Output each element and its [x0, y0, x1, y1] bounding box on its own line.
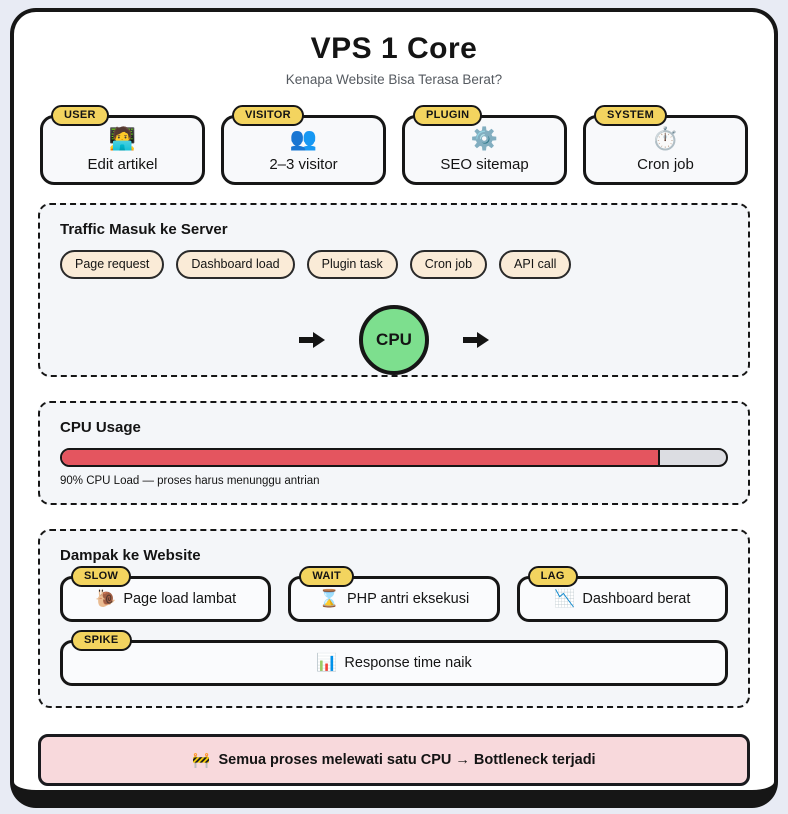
- hourglass-icon: ⌛: [318, 589, 340, 608]
- impact-card-label: PHP antri eksekusi: [346, 591, 470, 607]
- source-card-label: Cron job: [637, 155, 694, 173]
- source-card-visitor: VISITOR 👥 2–3 visitor: [221, 105, 386, 185]
- user-badge: USER: [51, 105, 109, 126]
- source-card-label: Edit artikel: [87, 155, 158, 173]
- source-cards-row: USER 🧑‍💻 Edit artikel VISITOR 👥 2–3 visi…: [40, 105, 748, 185]
- technologist-icon: 🧑‍💻: [108, 126, 137, 152]
- visitors-icon: 👥: [289, 126, 318, 152]
- impact-heading: Dampak ke Website: [60, 547, 201, 564]
- slow-badge: SLOW: [71, 566, 132, 587]
- impact-row-2: SPIKE 📊 Response time naik: [60, 628, 728, 686]
- cpu-usage-caption: 90% CPU Load — proses harus menunggu ant…: [60, 475, 320, 487]
- impact-card-wait: WAIT ⌛ PHP antri eksekusi: [288, 566, 500, 622]
- impact-card-slow: SLOW 🐌 Page load lambat: [60, 566, 272, 622]
- impact-section: Dampak ke Website SLOW 🐌 Page load lamba…: [38, 529, 750, 708]
- pill-page-request: Page request: [60, 250, 165, 279]
- impact-card-label: Response time naik: [344, 655, 472, 671]
- cpu-flow: CPU: [60, 305, 728, 375]
- page-title: VPS 1 Core: [310, 32, 478, 65]
- impact-row-1: SLOW 🐌 Page load lambat WAIT ⌛ PHP antri…: [60, 564, 728, 622]
- traffic-section: Traffic Masuk ke Server Page request Das…: [38, 203, 750, 377]
- impact-card-label: Dashboard berat: [582, 591, 691, 607]
- source-card-system: SYSTEM ⏱️ Cron job: [583, 105, 748, 185]
- construction-icon: 🚧: [192, 752, 211, 769]
- gear-icon: ⚙️: [470, 126, 499, 152]
- snail-icon: 🐌: [95, 589, 117, 608]
- main-panel: VPS 1 Core Kenapa Website Bisa Terasa Be…: [10, 8, 778, 808]
- cpu-node: CPU: [359, 305, 429, 375]
- pill-cron-job: Cron job: [409, 250, 488, 279]
- impact-card-spike: SPIKE 📊 Response time naik: [60, 630, 728, 686]
- cpu-progress-fill: [62, 450, 660, 465]
- pill-api-call: API call: [499, 250, 572, 279]
- pill-plugin-task: Plugin task: [306, 250, 398, 279]
- cpu-usage-section: CPU Usage 90% CPU Load — proses harus me…: [38, 401, 750, 505]
- impact-card-lag: LAG 📉 Dashboard berat: [516, 566, 728, 622]
- arrow-right-icon: [463, 332, 489, 348]
- lag-badge: LAG: [527, 566, 578, 587]
- stopwatch-icon: ⏱️: [651, 126, 680, 152]
- arrow-right-icon: [299, 332, 325, 348]
- pill-dashboard-load: Dashboard load: [176, 250, 295, 279]
- source-card-plugin: PLUGIN ⚙️ SEO sitemap: [402, 105, 567, 185]
- source-card-label: SEO sitemap: [440, 155, 529, 173]
- bar-chart-icon: 📊: [316, 653, 338, 672]
- bottleneck-banner: 🚧 Semua proses melewati satu CPU → Bottl…: [38, 734, 750, 786]
- chart-decreasing-icon: 📉: [554, 589, 576, 608]
- visitor-badge: VISITOR: [232, 105, 304, 126]
- cpu-progress-track: [60, 448, 728, 467]
- bottleneck-banner-text: Semua proses melewati satu CPU → Bottlen…: [218, 752, 596, 768]
- traffic-heading: Traffic Masuk ke Server: [60, 221, 228, 238]
- impact-card-label: Page load lambat: [123, 591, 237, 607]
- source-card-user: USER 🧑‍💻 Edit artikel: [40, 105, 205, 185]
- page-subtitle: Kenapa Website Bisa Terasa Berat?: [285, 72, 503, 87]
- system-badge: SYSTEM: [594, 105, 668, 126]
- wait-badge: WAIT: [299, 566, 355, 587]
- source-card-label: 2–3 visitor: [269, 155, 338, 173]
- traffic-pill-list: Page request Dashboard load Plugin task …: [60, 250, 728, 279]
- cpu-usage-heading: CPU Usage: [60, 419, 141, 436]
- header: VPS 1 Core Kenapa Website Bisa Terasa Be…: [38, 32, 750, 87]
- spike-badge: SPIKE: [71, 630, 132, 651]
- plugin-badge: PLUGIN: [413, 105, 483, 126]
